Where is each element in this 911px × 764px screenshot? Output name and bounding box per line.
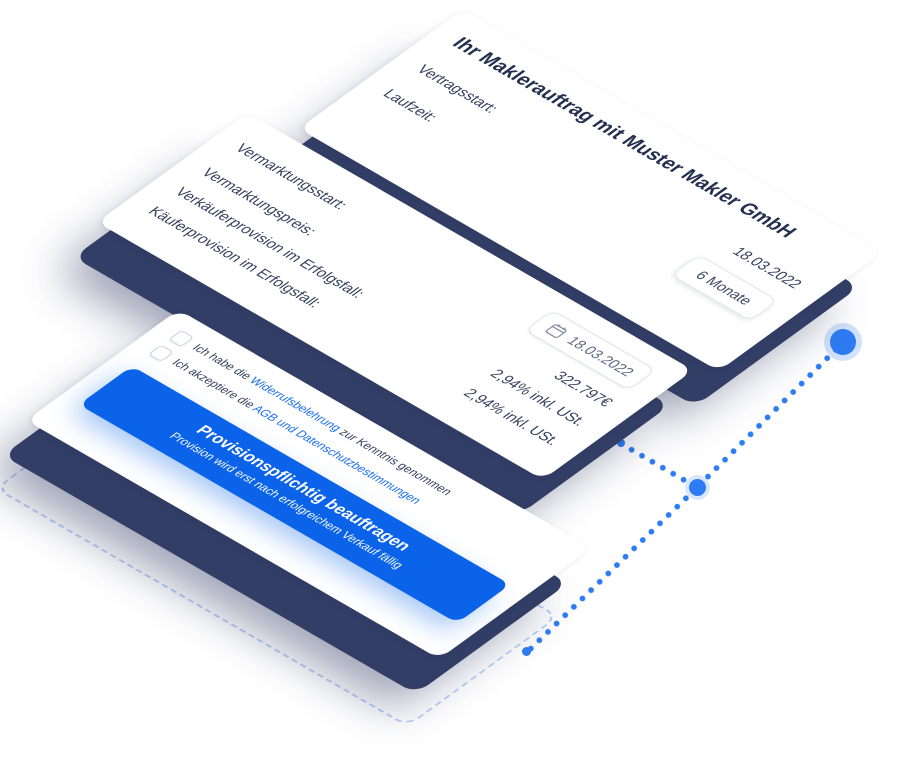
laufzeit-label: Laufzeit: [378, 87, 441, 125]
connector-line-branch [617, 438, 699, 491]
vermarktungsstart-date-value: 18.03.2022 [563, 333, 639, 379]
connector-small-dot [617, 439, 625, 447]
agb-checkbox[interactable] [147, 344, 175, 362]
vermarktungsstart-row: Vermarktungsstart: 18.03.2022 [224, 136, 657, 391]
marketing-card: Vermarktungsstart: 18.03.2022 [73, 112, 694, 515]
connector-small-dot [522, 647, 531, 656]
connector-node-dot [689, 479, 706, 496]
widerruf-checkbox[interactable] [168, 329, 195, 348]
calendar-icon [543, 321, 571, 339]
connector-endpoint-dot [830, 329, 856, 355]
vermarktungsstart-date-input[interactable]: 18.03.2022 [524, 309, 657, 391]
